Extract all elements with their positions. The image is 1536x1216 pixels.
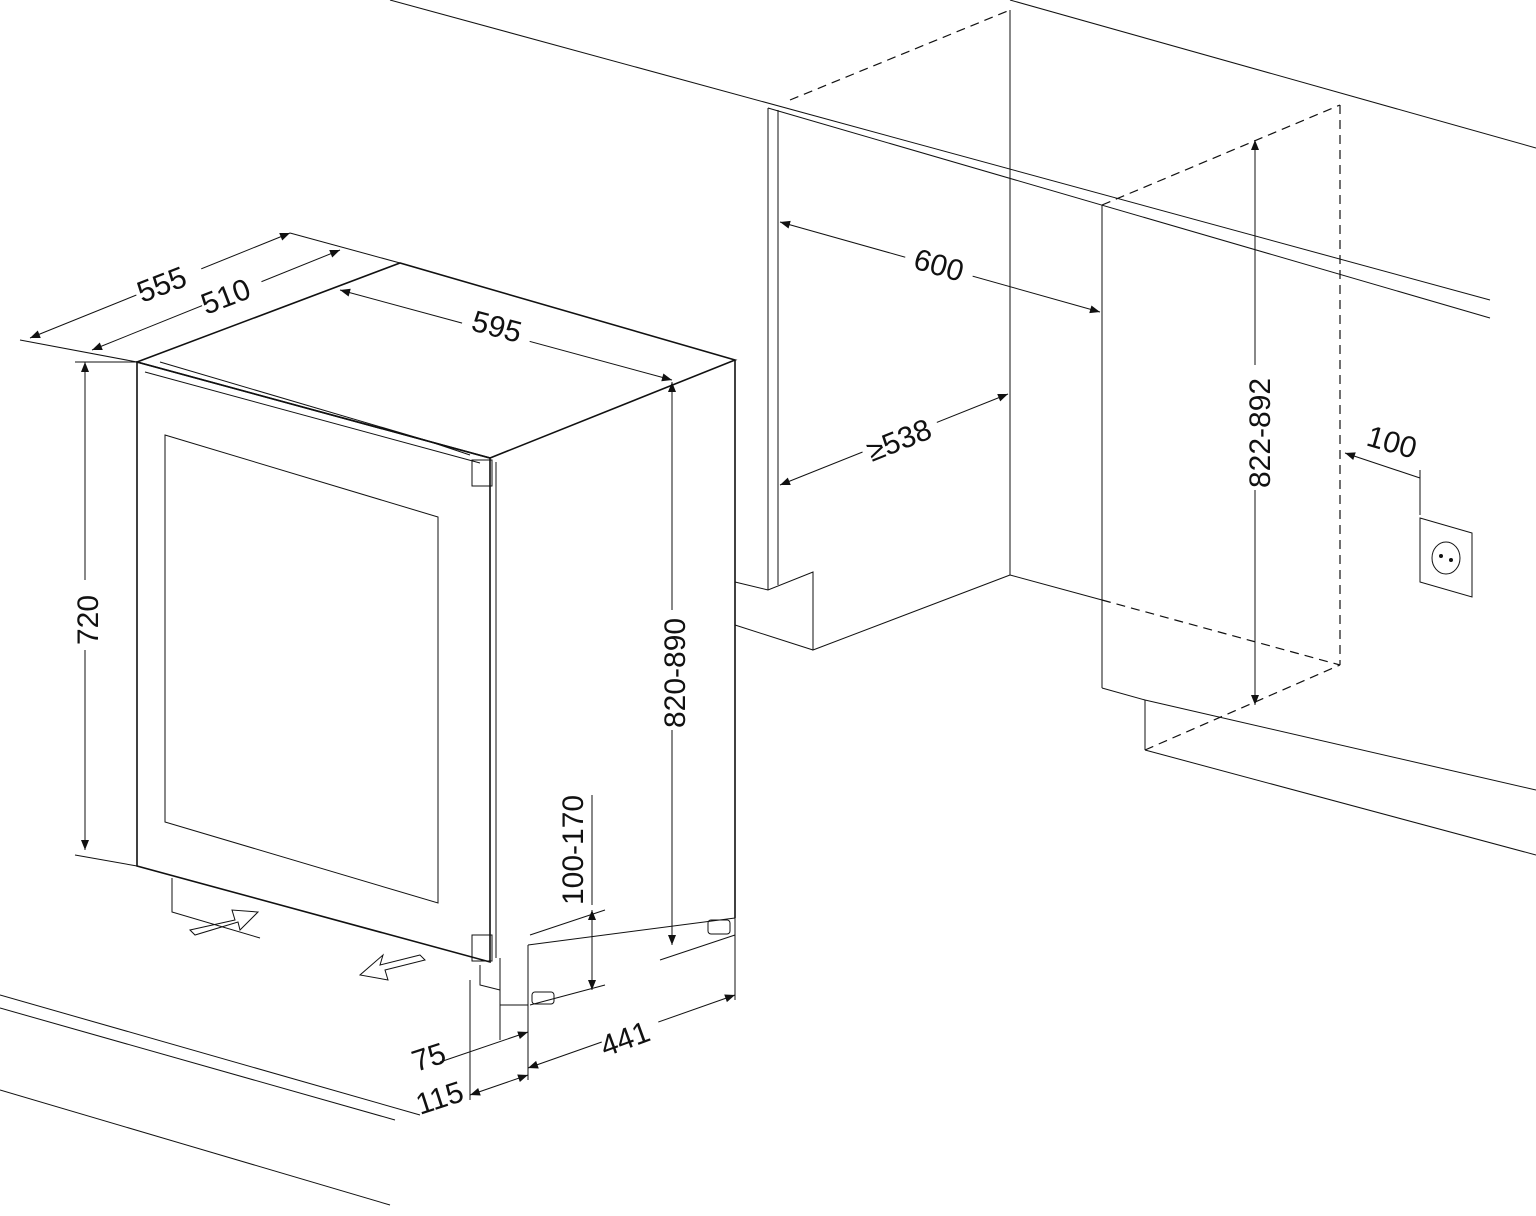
kitchen-cabinet	[389, 0, 1536, 856]
label-plinth-setback: 75	[408, 1037, 450, 1079]
airflow-in-arrow-icon	[189, 909, 260, 936]
floor-lines	[0, 994, 421, 1206]
airflow-out-arrow-icon	[358, 953, 426, 981]
label-plinth-height: 100-170	[557, 795, 590, 905]
label-body-height: 720	[72, 595, 105, 645]
wine-cooler	[134, 262, 738, 1006]
label-plinth-offset: 115	[412, 1075, 468, 1121]
label-width: 595	[468, 305, 525, 350]
adjustable-foot-icon	[531, 919, 731, 1005]
label-niche-height: 822-892	[1244, 378, 1277, 488]
dimension-labels: 555 510 595 720 820-890 100-170 75 115 4…	[70, 236, 1420, 1122]
power-socket-icon	[1419, 517, 1473, 598]
label-foot-depth: 441	[596, 1015, 654, 1063]
label-socket-offset: 100	[1363, 420, 1420, 466]
label-total-height: 820-890	[659, 618, 692, 728]
